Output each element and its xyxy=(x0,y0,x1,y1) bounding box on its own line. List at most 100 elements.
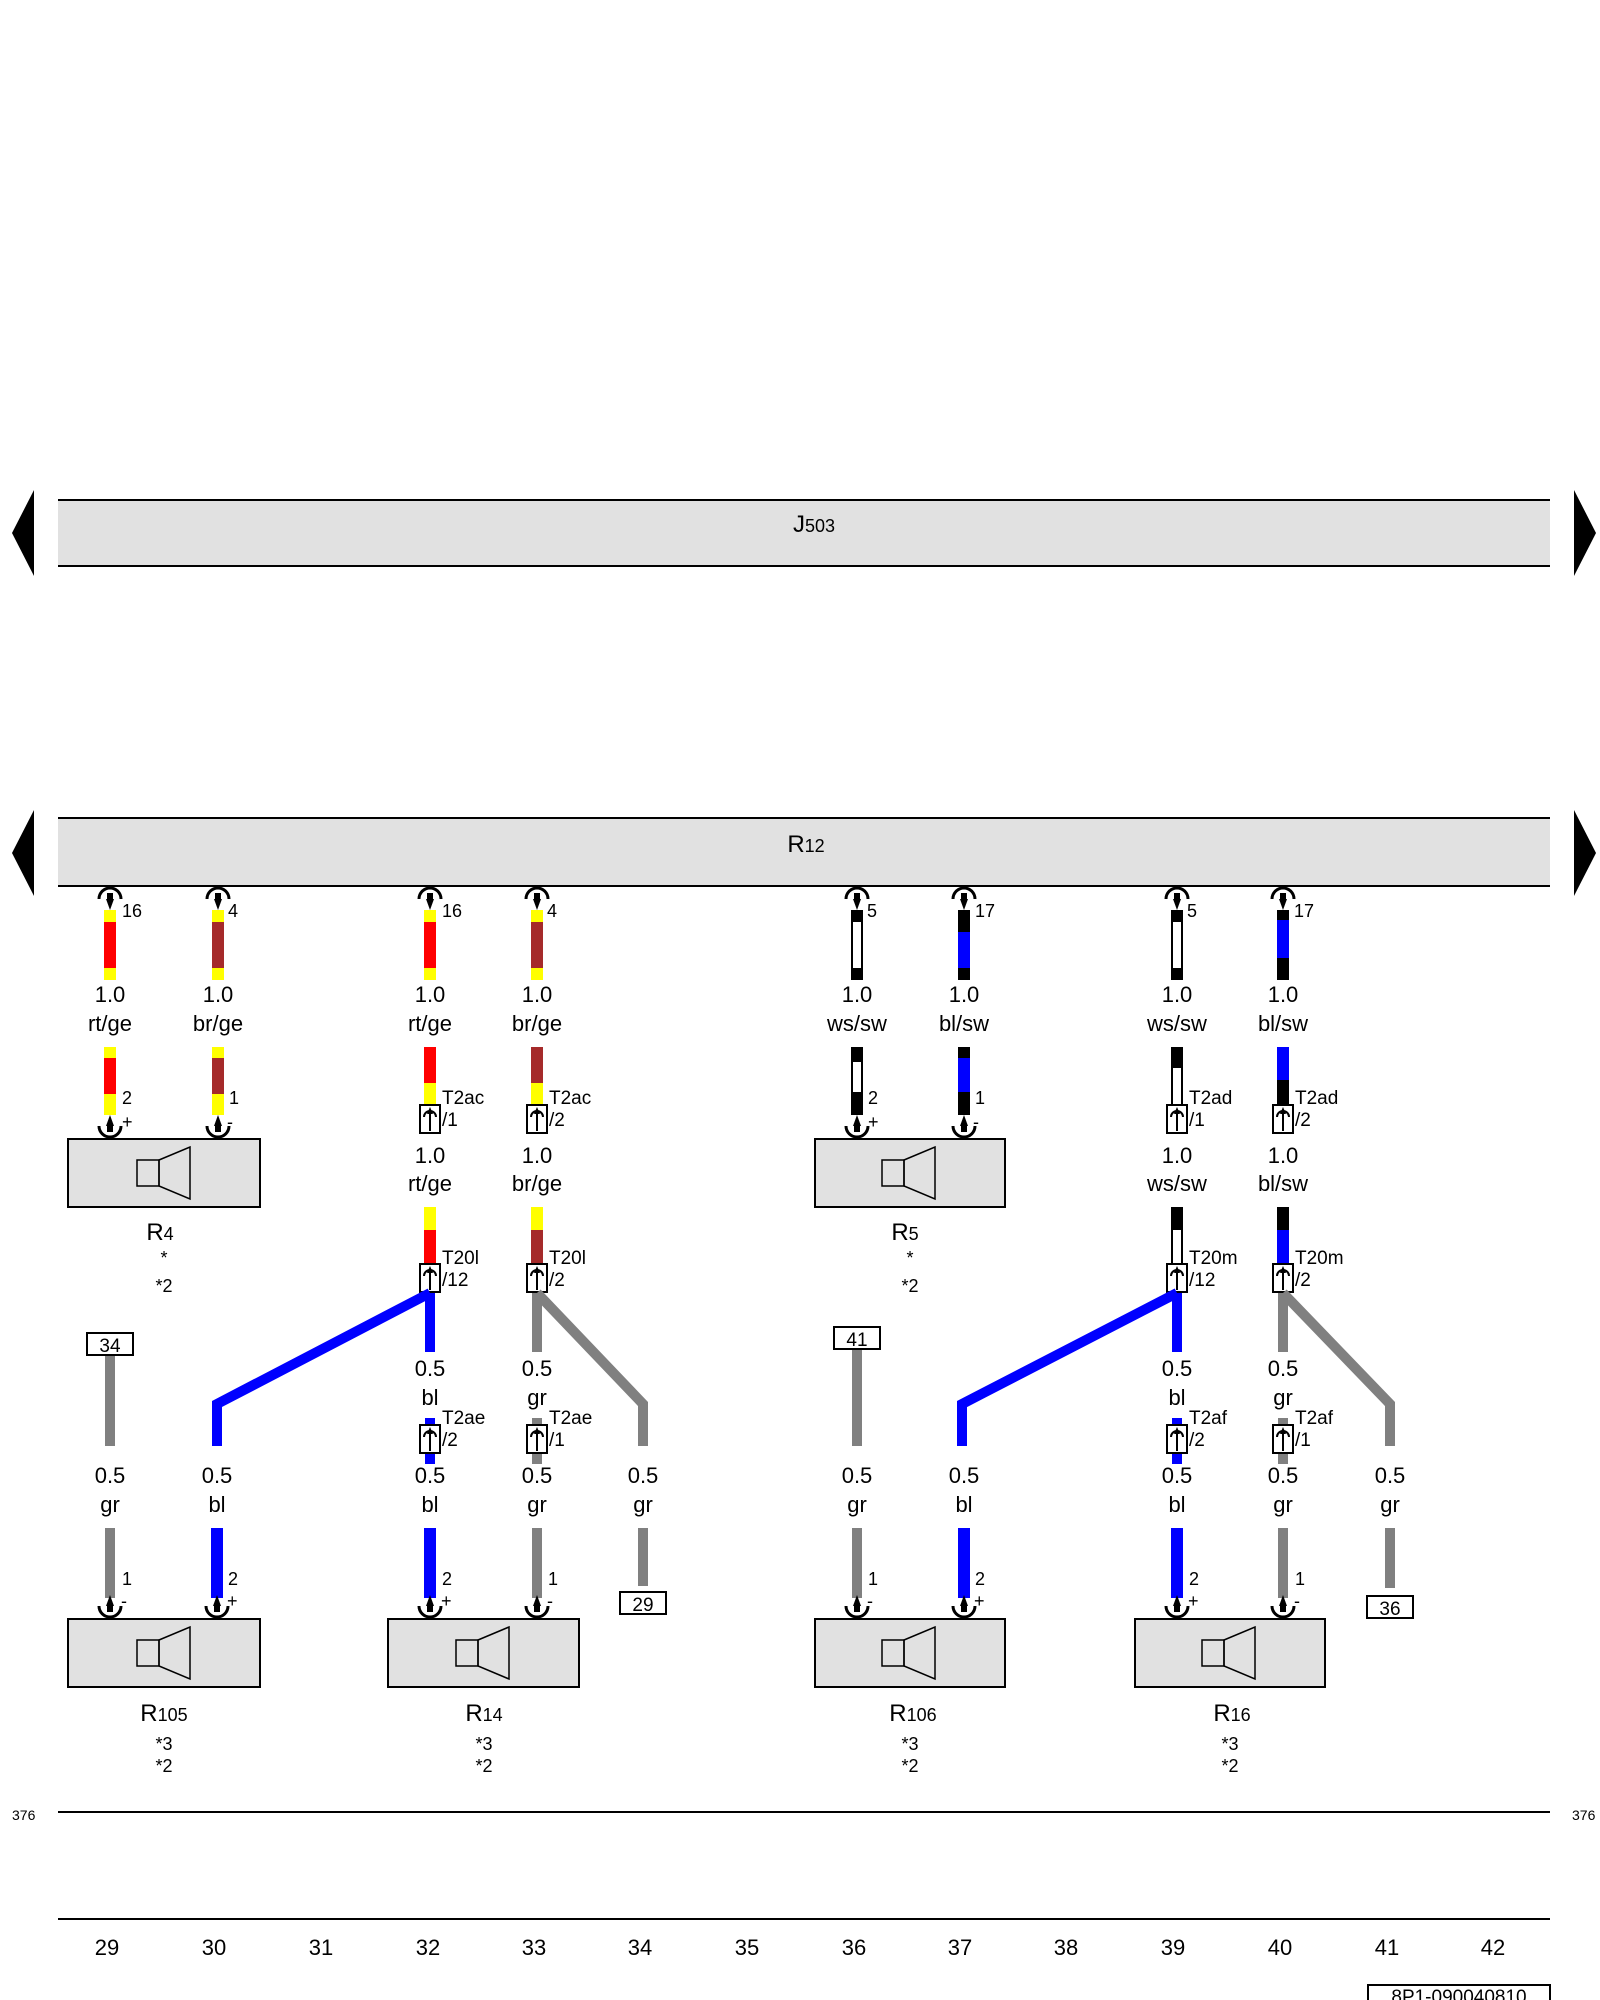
j503-module[interactable]: J503 xyxy=(58,499,1550,567)
wire-gauge: 1.0 xyxy=(1268,1143,1299,1168)
wire-color: rt/ge xyxy=(408,1011,452,1036)
connector-t20m-12[interactable] xyxy=(1166,1263,1188,1293)
pin-label: 17 xyxy=(975,901,995,921)
third-wire-segments xyxy=(424,1207,1289,1267)
speaker-r105[interactable] xyxy=(67,1618,261,1688)
wire-gauge: 0.5 xyxy=(95,1463,126,1488)
ref-box-36[interactable]: 36 xyxy=(1366,1595,1414,1620)
speaker-r14[interactable] xyxy=(387,1618,580,1688)
r5-label: R5 xyxy=(891,1219,918,1246)
column-number: 29 xyxy=(95,1935,119,1960)
upper-wire-segments xyxy=(104,910,1289,980)
note: *3 xyxy=(475,1734,492,1754)
wire-color: bl/sw xyxy=(939,1011,989,1036)
document-id: 8P1-090040810 xyxy=(1391,1987,1526,2000)
polarity: - xyxy=(1294,1591,1300,1611)
pin-label: 2 xyxy=(122,1088,132,1108)
r12-label: R12 xyxy=(787,831,824,858)
wire-color: ws/sw xyxy=(826,1011,887,1036)
connector-t2ae-1[interactable] xyxy=(526,1424,548,1454)
connector-t2ad-2[interactable] xyxy=(1272,1104,1294,1134)
speaker-r5[interactable] xyxy=(814,1138,1006,1208)
connector-t2ac-1[interactable] xyxy=(419,1104,441,1134)
pin-label: 17 xyxy=(1294,901,1314,921)
pin-label: 1 xyxy=(548,1569,558,1589)
connector-t2af-2[interactable] xyxy=(1166,1424,1188,1454)
column-number: 36 xyxy=(842,1935,866,1960)
ref-label: 36 xyxy=(1379,1599,1400,1620)
ref-box-34[interactable]: 34 xyxy=(86,1332,134,1357)
speaker-plug xyxy=(205,1113,231,1139)
note: *3 xyxy=(155,1734,172,1754)
r12-plug xyxy=(97,886,123,912)
wire-gauge: 0.5 xyxy=(1162,1463,1193,1488)
r12-plug xyxy=(1270,886,1296,912)
ref-box-41[interactable]: 41 xyxy=(833,1326,881,1351)
wire-gauge: 1.0 xyxy=(1162,1143,1193,1168)
wire-gauge: 0.5 xyxy=(415,1356,446,1381)
pin-label: 1 xyxy=(868,1569,878,1589)
ref-label: 34 xyxy=(99,1336,121,1357)
wire-gauge: 1.0 xyxy=(95,982,126,1007)
column-number: 31 xyxy=(309,1935,333,1960)
wire-gauge: 1.0 xyxy=(1268,982,1299,1007)
speaker-plug xyxy=(1164,1593,1190,1619)
wire-gauge: 0.5 xyxy=(842,1463,873,1488)
connector-t2ad-1[interactable] xyxy=(1166,1104,1188,1134)
j503-label: J503 xyxy=(793,511,835,538)
r12-module[interactable]: R12 xyxy=(58,817,1550,887)
wire-color: bl xyxy=(421,1385,438,1410)
polarity: - xyxy=(547,1591,553,1611)
page-prev-arrow[interactable] xyxy=(12,490,34,576)
connector-t20l-2[interactable] xyxy=(526,1263,548,1293)
wire-color: ws/sw xyxy=(1146,1011,1207,1036)
connector-pin: /1 xyxy=(1189,1110,1205,1131)
page-prev-arrow-2[interactable] xyxy=(12,810,34,896)
connector-pin: /2 xyxy=(549,1110,565,1131)
speaker-r4[interactable] xyxy=(67,1138,261,1208)
wire-gauge: 1.0 xyxy=(415,1143,446,1168)
r12-plug xyxy=(524,886,550,912)
connector-t2ac-2[interactable] xyxy=(526,1104,548,1134)
wire-color: bl xyxy=(421,1492,438,1517)
wire-gauge: 0.5 xyxy=(1268,1463,1299,1488)
ref-box-29[interactable]: 29 xyxy=(619,1591,667,1616)
speaker-r106[interactable] xyxy=(814,1618,1006,1688)
r12-plug xyxy=(951,886,977,912)
speaker-r16[interactable] xyxy=(1134,1618,1326,1688)
column-number: 40 xyxy=(1268,1935,1292,1960)
speaker-plug xyxy=(844,1113,870,1139)
ref-label: 29 xyxy=(632,1595,653,1616)
pin-label: 4 xyxy=(228,901,238,921)
ground-label-left: 376 xyxy=(12,1807,36,1823)
connector-name: T20l xyxy=(549,1248,586,1269)
page-next-arrow[interactable] xyxy=(1574,490,1596,576)
connector-pin: /12 xyxy=(1189,1270,1215,1291)
column-number: 32 xyxy=(416,1935,440,1960)
connector-pin: /1 xyxy=(549,1430,565,1451)
connector-t2ae-2[interactable] xyxy=(419,1424,441,1454)
pin-label: 16 xyxy=(122,901,142,921)
column-number: 38 xyxy=(1054,1935,1078,1960)
connector-t20l-12[interactable] xyxy=(419,1263,441,1293)
column-number: 35 xyxy=(735,1935,759,1960)
wire-color: gr xyxy=(1380,1492,1400,1517)
polarity: + xyxy=(441,1591,452,1611)
connector-t2af-1[interactable] xyxy=(1272,1424,1294,1454)
column-number: 37 xyxy=(948,1935,972,1960)
connector-name: T2ad xyxy=(1295,1088,1338,1109)
wire-color: bl xyxy=(208,1492,225,1517)
speaker-plug xyxy=(844,1593,870,1619)
r12-plug xyxy=(844,886,870,912)
connector-name: T2ac xyxy=(549,1088,591,1109)
pin-label: 5 xyxy=(1187,901,1197,921)
wire-color: gr xyxy=(847,1492,867,1517)
column-number: 34 xyxy=(628,1935,652,1960)
connector-t20m-2[interactable] xyxy=(1272,1263,1294,1293)
second-wire-segments xyxy=(104,1047,1289,1115)
r16-label: R16 xyxy=(1213,1700,1250,1727)
wire-color: br/ge xyxy=(512,1011,562,1036)
page-next-arrow-2[interactable] xyxy=(1574,810,1596,896)
wire-color: bl xyxy=(1168,1492,1185,1517)
